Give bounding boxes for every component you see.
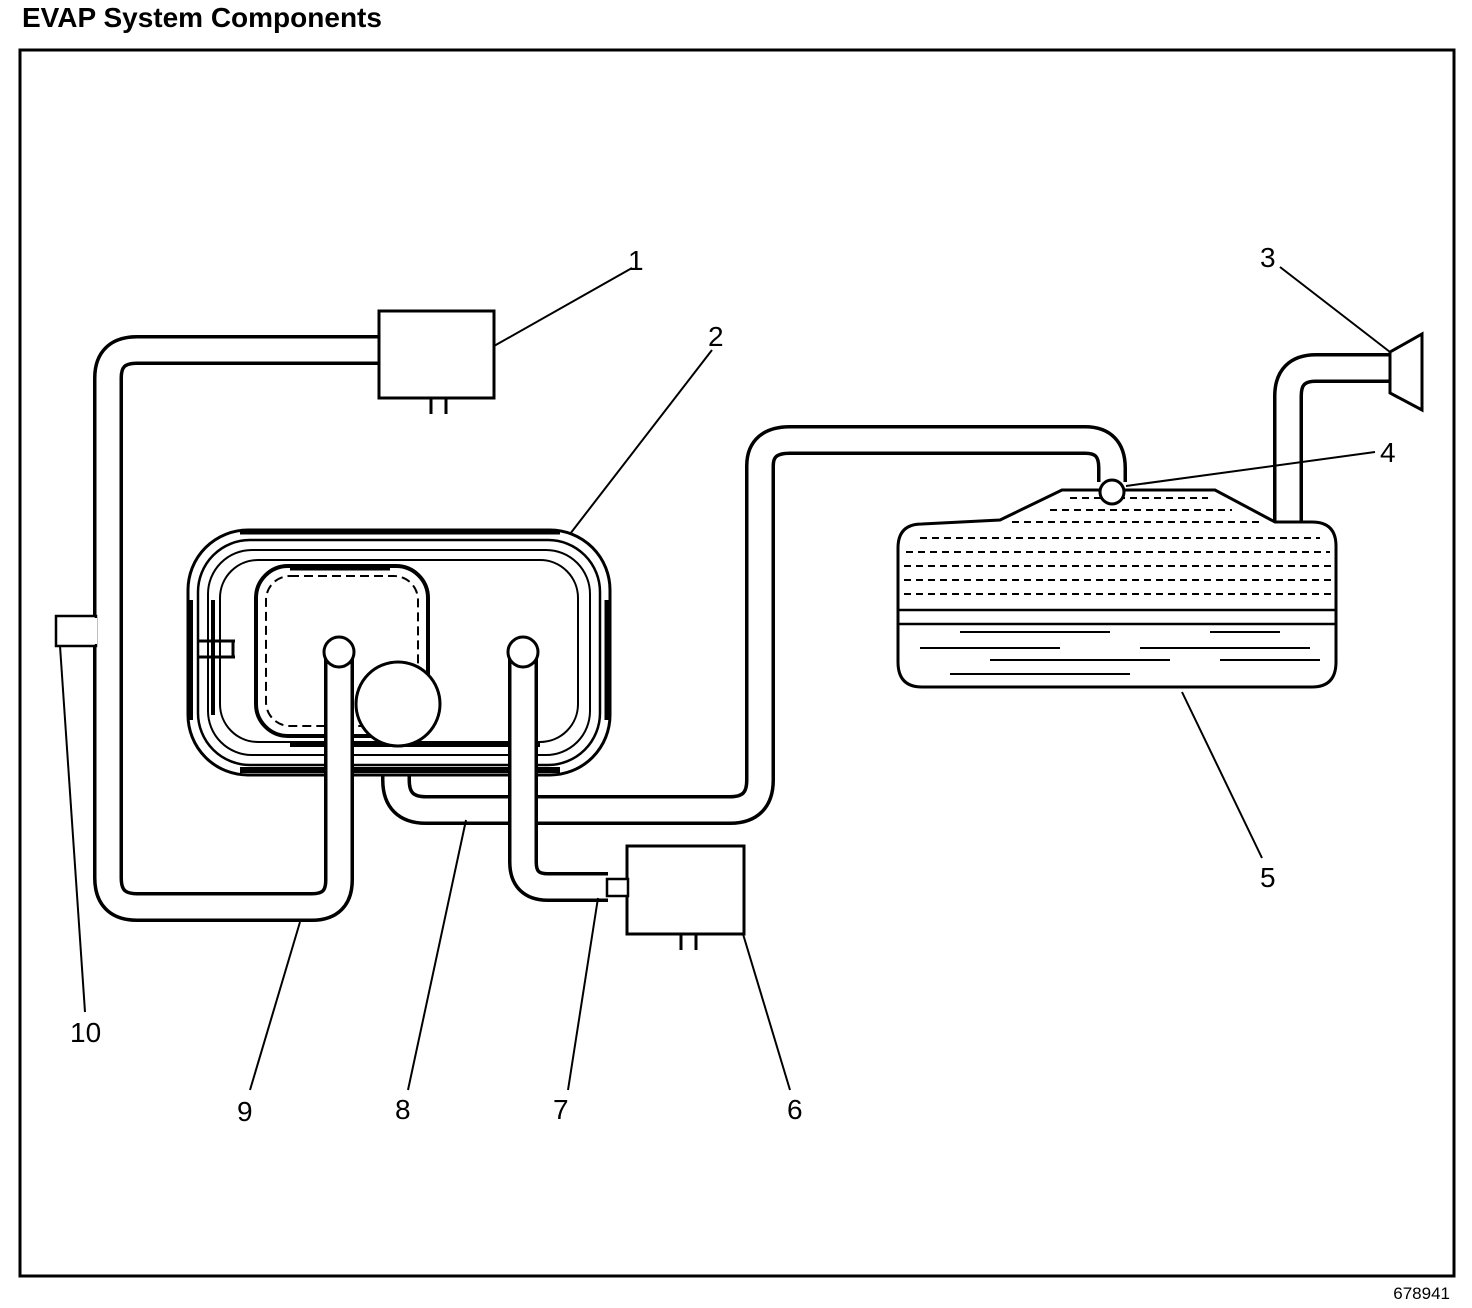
fuel-tank: [896, 488, 1338, 689]
leader-lines: [59, 266, 1391, 1091]
canister-port-left: [322, 635, 356, 669]
callout-1: 1: [628, 245, 644, 276]
evap-canister: [186, 528, 612, 777]
callout-9: 9: [237, 1096, 253, 1127]
vent-tee-fitting: [54, 614, 98, 648]
purge-valve: [377, 309, 496, 414]
vent-valve: [605, 844, 746, 950]
callout-4: 4: [1380, 437, 1396, 468]
diagram-frame: [18, 48, 1456, 1278]
canister-round-port: [354, 660, 442, 748]
callout-7: 7: [553, 1094, 569, 1125]
callout-2: 2: [708, 321, 724, 352]
figure-id: 678941: [1393, 1284, 1450, 1303]
callout-5: 5: [1260, 862, 1276, 893]
page-title: EVAP System Components: [22, 2, 382, 33]
callout-8: 8: [395, 1094, 411, 1125]
fuel-cap: [1388, 331, 1424, 413]
fuel-filler-pipe: [1273, 353, 1392, 528]
callout-10: 10: [70, 1017, 101, 1048]
rollover-valve: [1098, 478, 1126, 506]
canister-port-right: [506, 635, 540, 669]
callout-6: 6: [787, 1094, 803, 1125]
pipe-canister-to-purge-valve: [93, 335, 381, 922]
callout-3: 3: [1260, 242, 1276, 273]
pipe-canister-to-vent-valve: [508, 652, 608, 902]
pipe-canister-to-tank: [381, 425, 1127, 825]
